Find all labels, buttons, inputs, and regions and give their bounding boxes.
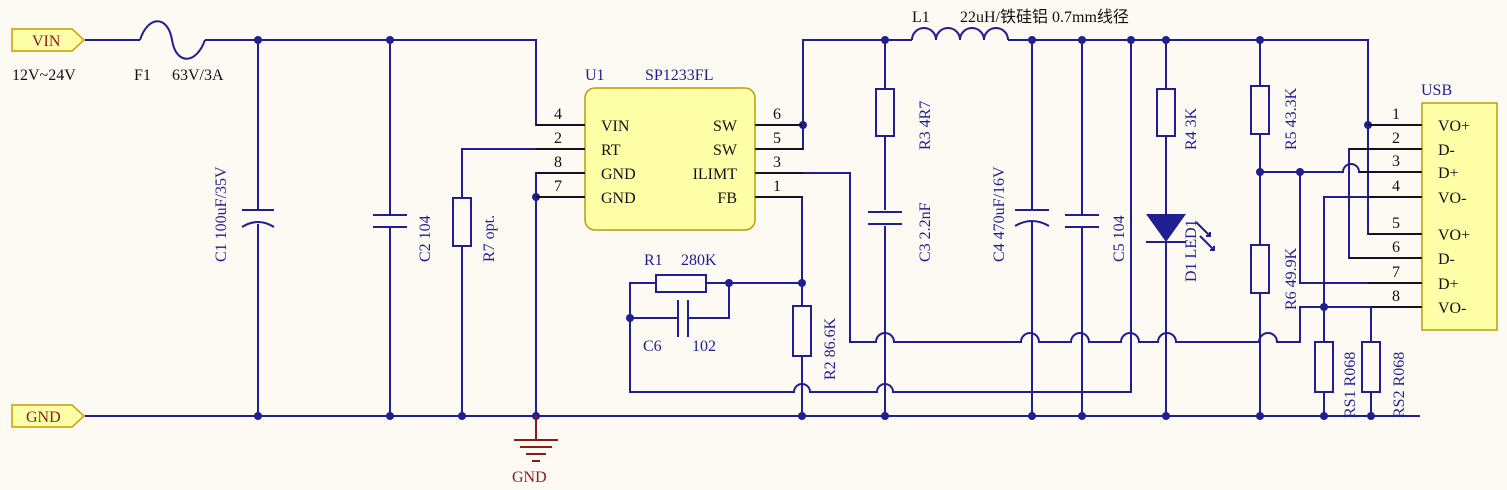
rs1-label: RS1 R068 [1342, 352, 1359, 418]
ic-pin-num: 6 [773, 106, 781, 123]
resistor-r2: R2 86.6K [792, 305, 839, 380]
usb-connector: USB 1 2 3 4 5 6 7 8 VO+ D- D+ VO- VO+ D-… [1349, 82, 1498, 331]
r5-label: R5 43.3K [1283, 87, 1300, 150]
ic-pin-num: 7 [554, 178, 562, 195]
usb-pin-num: 8 [1392, 288, 1400, 305]
c3-label: C3 2.2nF [917, 202, 934, 262]
ic-pin-name: SW [713, 142, 738, 159]
usb-pin-num: 2 [1392, 130, 1400, 147]
usb-pin-name: VO+ [1438, 227, 1470, 244]
ic-pin-num: 1 [773, 178, 781, 195]
r1-value: 280K [681, 252, 717, 269]
c1-label: C1 100uF/35V [213, 166, 230, 262]
led-d1: D1 LED1 [1146, 214, 1215, 282]
fuse-f1: F1 63V/3A [134, 20, 224, 84]
usb-pin-name: VO- [1438, 190, 1466, 207]
c4-label: C4 470uF/16V [991, 166, 1008, 262]
resistor-r1: R1 280K [644, 252, 717, 293]
capacitor-c1: C1 100uF/35V [213, 166, 275, 262]
ic-pin-name: GND [601, 166, 636, 183]
gnd-port: GND [11, 404, 86, 428]
usb-pin-num: 3 [1392, 153, 1400, 170]
l1-ref: L1 [912, 9, 930, 26]
u1-part: SP1233FL [645, 67, 713, 84]
junction-dots [254, 36, 1375, 420]
c5-label: C5 104 [1111, 215, 1128, 262]
r4-label: R4 3K [1183, 107, 1200, 150]
r2-label: R2 86.6K [822, 317, 839, 380]
ground-label: GND [512, 469, 547, 486]
ic-pin-lines [536, 124, 803, 198]
vin-port: VIN [11, 28, 86, 52]
usb-pin-name: D+ [1438, 276, 1459, 293]
usb-pin-num: 4 [1392, 178, 1400, 195]
ic-pin-name: ILIMT [693, 166, 738, 183]
gnd-port-label: GND [26, 409, 61, 426]
resistor-rs2: RS2 R068 [1361, 341, 1408, 418]
r1-ref: R1 [644, 252, 663, 269]
capacitor-c6: C6 102 [643, 300, 716, 355]
c6-ref: C6 [643, 338, 662, 355]
usb-pin-num: 1 [1392, 106, 1400, 123]
ground-icon: GND [512, 416, 558, 486]
resistor-r7: R7 opt. [452, 197, 498, 262]
usb-pin-name: D+ [1438, 165, 1459, 182]
inductor-l1: L1 22uH/铁硅铝 0.7mm线径 [911, 8, 1129, 41]
ic-pin-name: SW [713, 118, 738, 135]
r7-label: R7 opt. [481, 215, 498, 262]
capacitor-c5: C5 104 [1065, 214, 1128, 262]
usb-pin-name: D- [1438, 142, 1455, 159]
c2-label: C2 104 [417, 215, 434, 262]
r3-label: R3 4R7 [917, 101, 934, 150]
capacitor-c4: C4 470uF/16V [991, 166, 1050, 262]
usb-pin-name: VO+ [1438, 118, 1470, 135]
usb-title: USB [1421, 82, 1452, 99]
f1-value: 63V/3A [172, 67, 224, 84]
ic-u1: U1 SP1233FL 4 2 8 7 VIN RT GND GND 6 5 3… [536, 67, 803, 231]
ic-pin-name: GND [601, 190, 636, 207]
usb-pin-num: 5 [1392, 215, 1400, 232]
f1-ref: F1 [134, 67, 151, 84]
ic-pin-name: RT [601, 142, 621, 159]
ic-pin-num: 3 [773, 154, 781, 171]
rs2-label: RS2 R068 [1391, 352, 1408, 418]
r6-label: R6 49.9K [1283, 247, 1300, 310]
resistor-r3: R3 4R7 [875, 88, 934, 150]
ic-pin-num: 4 [554, 106, 562, 123]
ic-pin-name: VIN [601, 118, 630, 135]
resistor-rs1: RS1 R068 [1314, 341, 1359, 418]
ic-pin-num: 2 [554, 130, 562, 147]
capacitor-c2: C2 104 [373, 214, 434, 262]
ic-pin-name: FB [717, 190, 737, 207]
usb-pin-num: 6 [1392, 239, 1400, 256]
ic-body [584, 87, 756, 231]
resistor-r5: R5 43.3K [1250, 85, 1300, 150]
l1-value: 22uH/铁硅铝 0.7mm线径 [960, 8, 1129, 26]
capacitor-c3: C3 2.2nF [868, 202, 934, 262]
ic-pin-num: 8 [554, 154, 562, 171]
vin-port-label: VIN [32, 33, 61, 50]
vin-range-label: 12V~24V [12, 67, 76, 84]
d1-label: D1 LED1 [1183, 219, 1200, 282]
usb-pin-name: D- [1438, 251, 1455, 268]
usb-pin-num: 7 [1392, 264, 1400, 281]
usb-pin-name: VO- [1438, 300, 1466, 317]
usb-pin-lines [1349, 124, 1422, 308]
resistor-r4: R4 3K [1156, 88, 1200, 150]
u1-ref: U1 [585, 67, 605, 84]
usb-body [1421, 102, 1498, 331]
c6-value: 102 [692, 338, 716, 355]
ic-pin-num: 5 [773, 130, 781, 147]
resistor-r6: R6 49.9K [1250, 244, 1300, 310]
